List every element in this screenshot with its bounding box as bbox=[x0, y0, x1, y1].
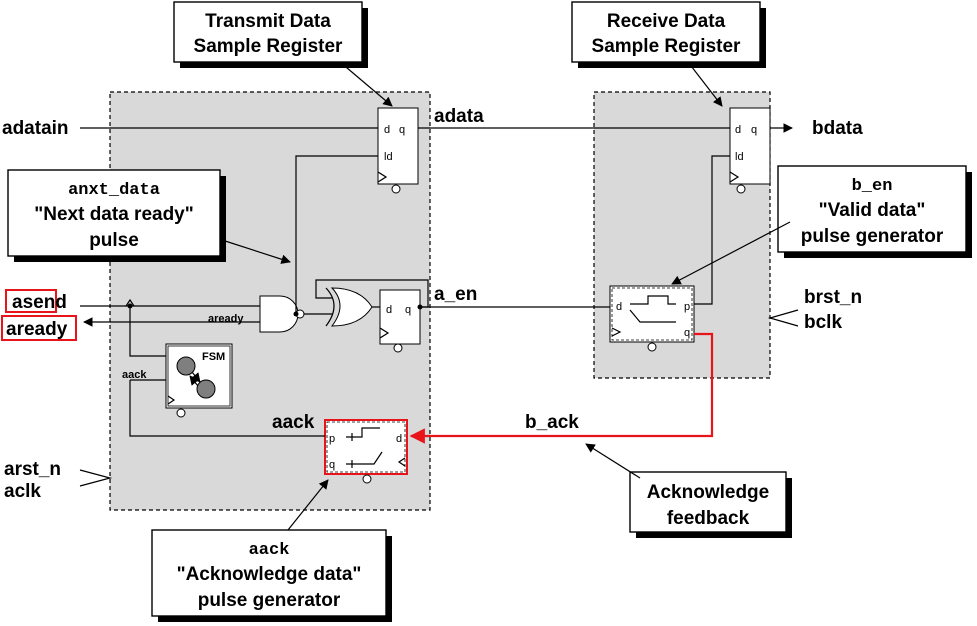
pin-d: d bbox=[616, 301, 622, 313]
pin-ld: ld bbox=[384, 151, 393, 163]
fsm-state-1 bbox=[176, 356, 196, 376]
pin-q: q bbox=[751, 124, 757, 136]
callout-aack: aack "Acknowledge data" pulse generator bbox=[151, 479, 392, 622]
fsm-label: FSM bbox=[202, 351, 225, 363]
signal-aack: aack bbox=[272, 412, 315, 433]
callout-ben-line-2: pulse generator bbox=[801, 226, 944, 247]
signal-bdata: bdata bbox=[812, 118, 863, 139]
aack-pulse-generator[interactable]: p d q bbox=[324, 419, 408, 484]
callout-ackfb-line-2: feedback bbox=[667, 508, 750, 529]
callout-ben-code: b_en bbox=[852, 177, 893, 196]
pin-p: p bbox=[684, 301, 690, 313]
pin-q: q bbox=[684, 327, 690, 339]
pin-q: q bbox=[329, 459, 335, 471]
callout-transmit-register: Transmit Data Sample Register bbox=[173, 1, 393, 107]
callout-aack-code: aack bbox=[249, 541, 290, 560]
transmit-data-register: d q ld bbox=[377, 107, 419, 194]
signal-asend: asend bbox=[12, 292, 67, 313]
callout-anxt-code: anxt_data bbox=[68, 181, 160, 200]
pin-d: d bbox=[735, 124, 741, 136]
callout-receive-register: Receive Data Sample Register bbox=[571, 1, 766, 107]
callout-transmit-line-2: Sample Register bbox=[194, 36, 343, 57]
callout-aack-line-2: pulse generator bbox=[198, 590, 341, 611]
signal-aack-internal: aack bbox=[122, 369, 147, 381]
callout-anxt-line-1: "Next data ready" bbox=[34, 204, 194, 225]
wiring bbox=[79, 123, 799, 487]
pin-q: q bbox=[399, 124, 405, 136]
callout-anxt-data: anxt_data "Next data ready" pulse bbox=[7, 169, 291, 264]
signal-aready-internal: aready bbox=[208, 313, 244, 325]
pin-q: q bbox=[405, 304, 411, 316]
callout-receive-line-1: Receive Data bbox=[607, 11, 726, 32]
signal-brst-n: brst_n bbox=[804, 287, 862, 308]
signal-aclk: aclk bbox=[4, 481, 41, 502]
callout-anxt-line-2: pulse bbox=[89, 230, 139, 251]
fsm-state-2 bbox=[196, 379, 216, 399]
callout-receive-line-2: Sample Register bbox=[592, 36, 741, 57]
pin-d: d bbox=[384, 124, 390, 136]
signal-arst-n: arst_n bbox=[4, 459, 61, 480]
asend-port[interactable]: asend bbox=[5, 289, 67, 313]
pin-p: p bbox=[329, 433, 335, 445]
b-ack-feedback-wire bbox=[409, 332, 714, 444]
signal-aready: aready bbox=[6, 319, 68, 340]
pin-d: d bbox=[396, 433, 402, 445]
pin-d: d bbox=[386, 304, 392, 316]
receive-data-register: d q ld bbox=[729, 107, 771, 194]
signal-adatain: adatain bbox=[2, 118, 69, 139]
signal-bclk: bclk bbox=[804, 312, 842, 333]
pin-ld: ld bbox=[735, 151, 744, 163]
signal-a-en: a_en bbox=[434, 284, 477, 305]
callout-ack-feedback: Acknowledge feedback bbox=[585, 443, 792, 538]
signal-adata: adata bbox=[434, 106, 484, 127]
callout-ben-line-1: "Valid data" bbox=[819, 200, 926, 221]
callout-transmit-line-1: Transmit Data bbox=[205, 11, 331, 32]
xor-gate bbox=[325, 287, 373, 327]
signal-b-ack: b_ack bbox=[525, 412, 579, 433]
b-en-pulse-generator[interactable]: d p q bbox=[609, 285, 695, 352]
aready-port[interactable]: aready bbox=[1, 315, 77, 341]
callout-b-en: b_en "Valid data" pulse generator bbox=[671, 165, 972, 285]
callout-aack-line-1: "Acknowledge data" bbox=[177, 564, 362, 585]
a-en-flipflop: d q bbox=[379, 289, 421, 353]
fsm-block[interactable]: FSM bbox=[165, 343, 233, 418]
callout-ackfb-line-1: Acknowledge bbox=[647, 482, 769, 503]
